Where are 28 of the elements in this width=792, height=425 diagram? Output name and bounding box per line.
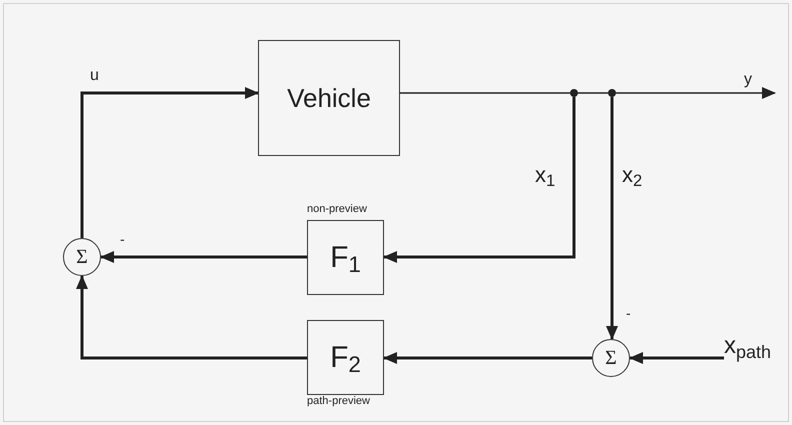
- arrow: [100, 251, 307, 263]
- summing-junction: [592, 339, 630, 377]
- edge-label: y: [744, 72, 752, 88]
- block-caption: path-preview: [307, 396, 370, 407]
- summing-junction: [63, 238, 101, 276]
- arrow: [629, 352, 724, 364]
- block-text: F$_{2}$: [330, 342, 361, 372]
- edge-label: x$_{2}$: [622, 164, 642, 186]
- signal-line: [578, 92, 608, 94]
- block-text: F$_{1}$: [330, 242, 361, 272]
- block-text: Σ: [605, 348, 617, 368]
- arrow: [616, 87, 776, 99]
- signal-line: [400, 92, 570, 94]
- block-text: Σ: [76, 247, 88, 267]
- block-caption: non-preview: [307, 204, 367, 215]
- sign-label: -: [626, 306, 631, 320]
- arrow: [606, 97, 618, 340]
- edge-label: x$_{1}$: [535, 164, 556, 186]
- block-text: Vehicle: [287, 85, 371, 111]
- block-box: [307, 320, 384, 395]
- arrow: [383, 352, 592, 364]
- edge-label: u: [90, 68, 99, 84]
- arrow: [383, 97, 576, 263]
- block-box: [307, 220, 384, 295]
- block-box: [258, 40, 400, 156]
- sign-label: -: [120, 232, 125, 246]
- arrow: [76, 275, 307, 360]
- arrow: [80, 87, 259, 238]
